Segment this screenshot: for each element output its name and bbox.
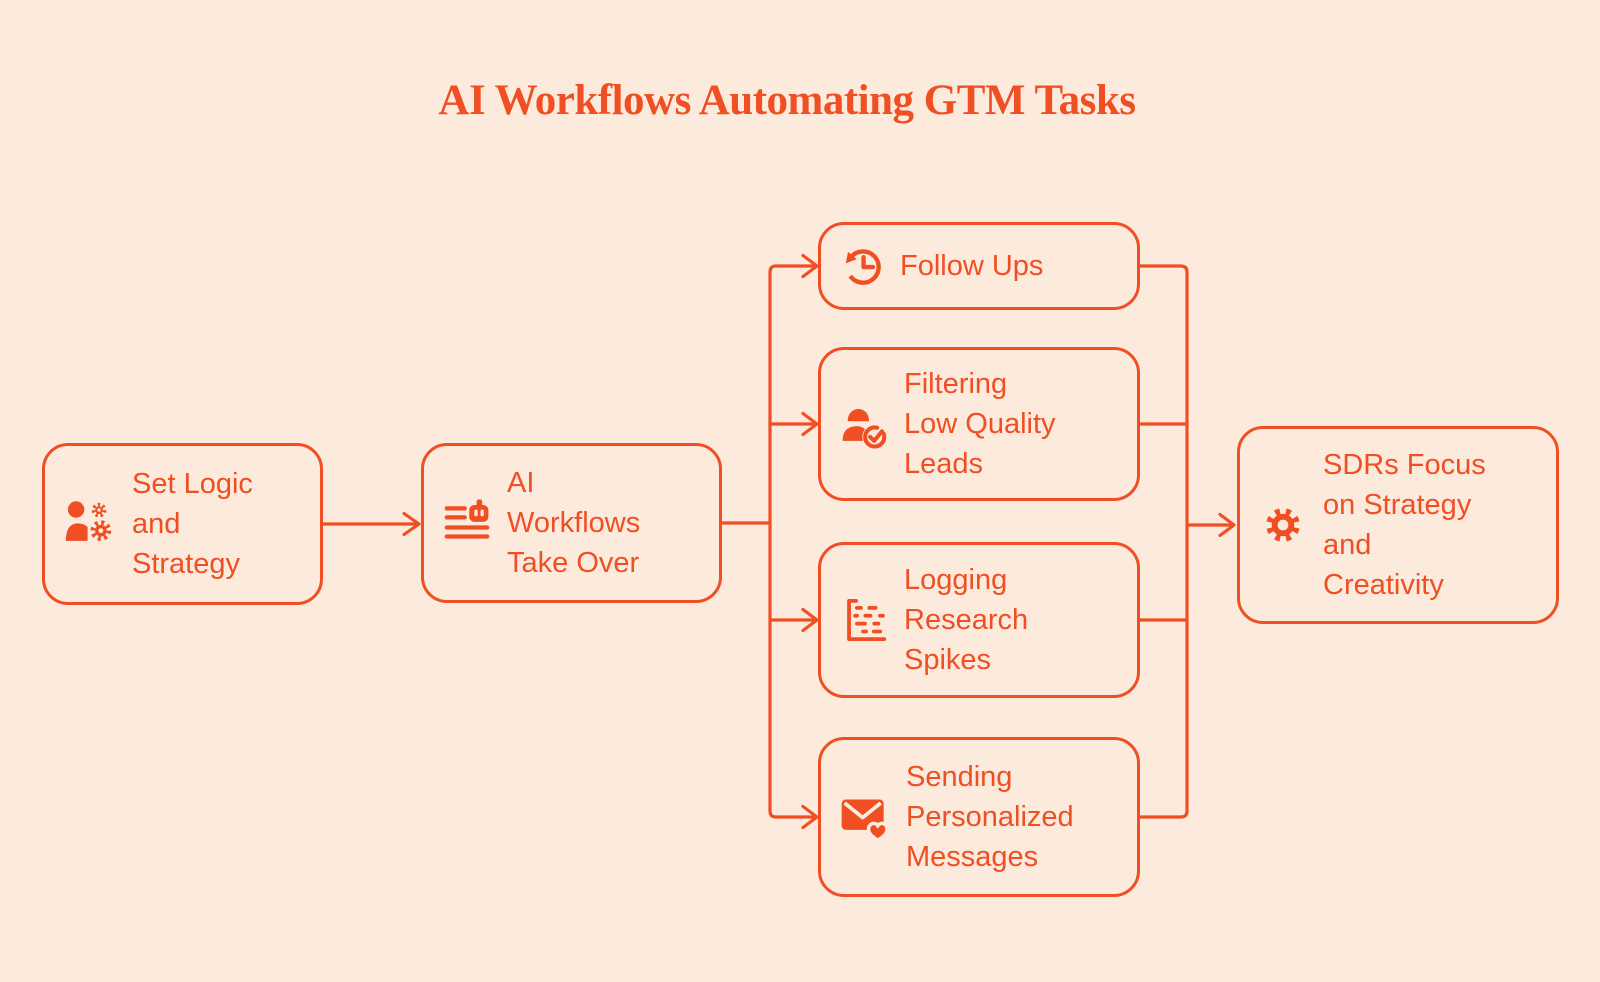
node-logging-spikes: Logging Research Spikes bbox=[818, 542, 1140, 698]
node-label: Sending Personalized Messages bbox=[906, 760, 1074, 873]
lead-check-icon bbox=[837, 397, 891, 451]
node-label: SDRs Focus on Strategy and Creativity bbox=[1323, 448, 1486, 602]
user-gear-icon bbox=[61, 495, 119, 553]
diagram-title: AI Workflows Automating GTM Tasks bbox=[438, 77, 1136, 124]
node-follow-ups: Follow Ups bbox=[818, 222, 1140, 310]
node-set-logic: Set Logic and Strategy bbox=[42, 443, 323, 605]
node-filtering-leads: Filtering Low Quality Leads bbox=[818, 347, 1140, 501]
node-sending-messages: Sending Personalized Messages bbox=[818, 737, 1140, 897]
node-label: Logging Research Spikes bbox=[904, 563, 1029, 676]
node-label: Set Logic and Strategy bbox=[132, 467, 253, 580]
edge-set-logic-to-ai-workflows bbox=[323, 511, 421, 537]
node-ai-workflows: AI Workflows Take Over bbox=[421, 443, 722, 603]
mail-heart-icon bbox=[837, 789, 893, 845]
gear-icon bbox=[1256, 498, 1310, 552]
node-label: AI Workflows Take Over bbox=[507, 466, 641, 579]
ai-task-list-icon bbox=[440, 496, 494, 550]
edges-fanin-to-sdrs bbox=[1140, 264, 1236, 819]
node-label: Follow Ups bbox=[900, 249, 1044, 282]
research-log-icon bbox=[837, 593, 891, 647]
node-label: Filtering Low Quality Leads bbox=[904, 367, 1056, 480]
history-clock-icon bbox=[837, 241, 887, 291]
node-sdrs-focus: SDRs Focus on Strategy and Creativity bbox=[1237, 426, 1559, 624]
edges-ai-workflows-fanout bbox=[722, 253, 819, 830]
